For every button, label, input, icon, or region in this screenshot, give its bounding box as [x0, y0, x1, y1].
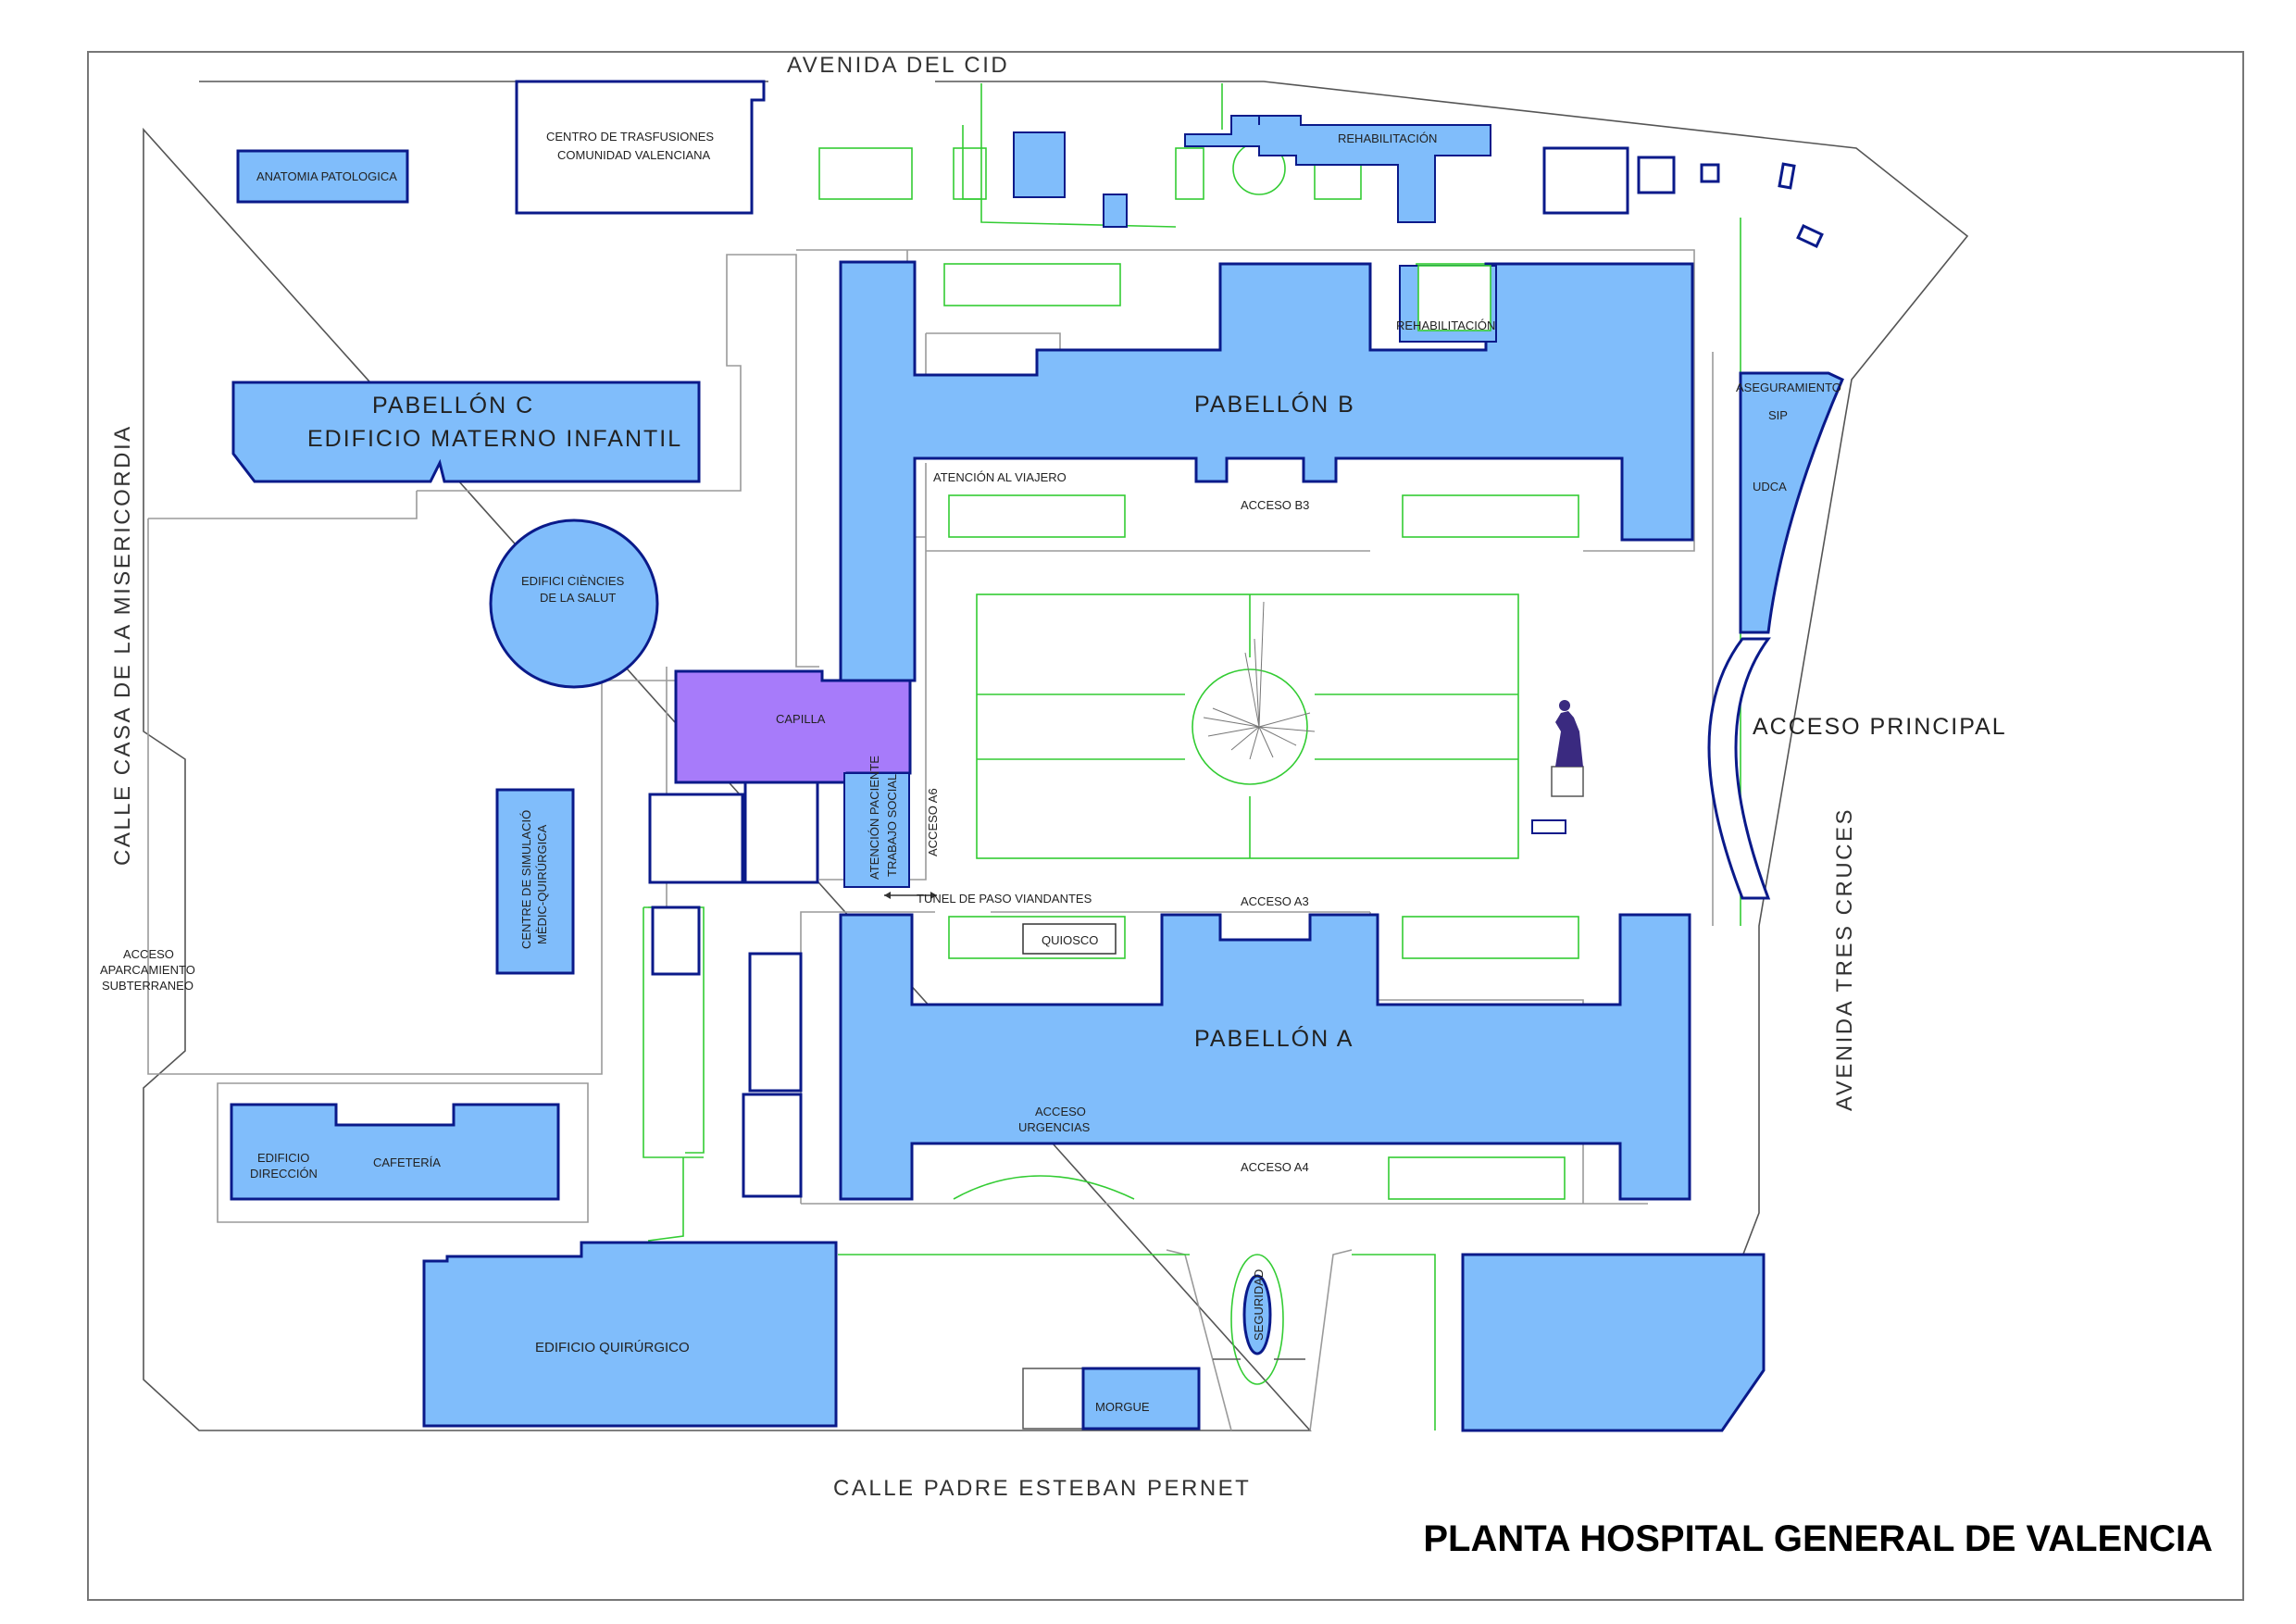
label-atencion-viajero: ATENCIÓN AL VIAJERO [933, 470, 1067, 484]
label-acceso-a4: ACCESO A4 [1241, 1160, 1309, 1174]
simulacio-building[interactable] [495, 788, 575, 975]
northeast-block-3 [1700, 163, 1720, 183]
annex-west-4 [748, 952, 803, 1093]
trasfusiones-building[interactable] [515, 80, 766, 215]
map-frame [87, 51, 2244, 1601]
label-direccion-2: DIRECCIÓN [250, 1167, 318, 1181]
label-simulacio-1: CENTRE DE SIMULACIÓ [519, 810, 533, 949]
label-anatomia: ANATOMIA PATOLOGICA [256, 169, 397, 183]
statue-icon [1531, 700, 1584, 834]
rehab-annex-square [1013, 131, 1066, 198]
direccion-cafeteria-building[interactable] [230, 1103, 560, 1201]
rehabilitacion-north-building[interactable] [1184, 115, 1491, 223]
label-tunel: TUNEL DE PASO VIANDANTES [917, 892, 1092, 906]
label-quiosco: QUIOSCO [1042, 933, 1098, 947]
label-trasfusiones-1: CENTRO DE TRASFUSIONES [546, 130, 714, 144]
label-pabellon-a: PABELLÓN A [1194, 1025, 1354, 1052]
tunnel-arrow-head-right [930, 892, 937, 899]
acceso-principal-arc [1707, 637, 1771, 900]
label-atencion-paciente-1: ATENCIÓN PACIENTE [867, 756, 881, 880]
label-seguridad: SEGURIDAD [1252, 1269, 1266, 1341]
atencion-paciente-building[interactable] [843, 772, 910, 888]
label-acceso-a3: ACCESO A3 [1241, 894, 1309, 908]
label-ciencies-1: EDIFICI CIÈNCIES [521, 574, 625, 588]
label-quirurgico: EDIFICIO QUIRÚRGICO [535, 1340, 690, 1355]
label-pabellon-c-2: EDIFICIO MATERNO INFANTIL [307, 426, 682, 452]
anatomia-building[interactable] [236, 149, 409, 204]
pabellon-c-building[interactable] [231, 381, 701, 483]
annex-west-1 [648, 793, 744, 884]
northeast-block-1 [1542, 146, 1629, 215]
label-simulacio-2: MÈDIC-QUIRÚRGICA [535, 824, 549, 944]
street-east: AVENIDA TRES CRUCES [1832, 807, 1857, 1111]
label-rehab-b: REHABILITACIÓN [1396, 319, 1495, 332]
street-west: CALLE CASA DE LA MISERICORDIA [110, 424, 135, 866]
northeast-block-5 [1796, 224, 1824, 248]
label-trasfusiones-2: COMUNIDAD VALENCIANA [557, 148, 711, 162]
northeast-block-2 [1637, 156, 1676, 194]
seguridad-booth[interactable] [1242, 1274, 1272, 1355]
quirurgico-building[interactable] [422, 1241, 838, 1428]
inner-walls [147, 249, 1714, 1431]
label-pabellon-b: PABELLÓN B [1194, 391, 1355, 418]
label-ciencies-2: DE LA SALUT [540, 591, 616, 605]
street-south: CALLE PADRE ESTEBAN PERNET [833, 1476, 1251, 1501]
tunnel-arrow-head-left [884, 892, 891, 899]
label-cafeteria: CAFETERÍA [373, 1156, 441, 1169]
ciencies-salut-building[interactable] [489, 518, 659, 689]
morgue-annex [1022, 1368, 1089, 1430]
label-acceso-urgencias-1: ACCESO [1035, 1105, 1086, 1118]
label-parking-2: APARCAMIENTO [100, 963, 195, 977]
label-parking-3: SUBTERRANEO [102, 979, 193, 993]
label-udca: UDCA [1753, 480, 1787, 493]
annex-west-3 [651, 906, 701, 976]
annex-west-5 [742, 1093, 803, 1198]
gardens [643, 83, 1741, 1430]
southeast-building[interactable] [1461, 1253, 1766, 1432]
label-sip: SIP [1768, 408, 1788, 422]
map-title: PLANTA HOSPITAL GENERAL DE VALENCIA [1423, 1518, 2213, 1559]
label-aseguramiento: ASEGURAMIENTO [1736, 381, 1841, 394]
aseguramiento-building[interactable] [1739, 371, 1844, 634]
fountain-sculpture-icon [1203, 601, 1316, 760]
label-atencion-paciente-2: TRABAJO SOCIAL [885, 774, 899, 877]
label-direccion-1: EDIFICIO [257, 1151, 309, 1165]
label-acceso-b3: ACCESO B3 [1241, 498, 1309, 512]
label-rehab-north: REHABILITACIÓN [1338, 131, 1437, 145]
annex-west-2 [743, 781, 819, 884]
pabellon-a-building[interactable] [839, 913, 1691, 1201]
rehab-annex-small [1103, 194, 1128, 228]
street-north: AVENIDA DEL CID [787, 53, 1009, 78]
quiosco-building[interactable] [1022, 923, 1117, 955]
label-pabellon-c-1: PABELLÓN C [372, 392, 534, 418]
pabellon-b-building[interactable] [839, 260, 1694, 682]
label-acceso-urgencias-2: URGENCIAS [1018, 1120, 1091, 1134]
label-acceso-principal: ACCESO PRINCIPAL [1753, 714, 2007, 740]
label-acceso-a6: ACCESO A6 [926, 788, 940, 856]
label-morgue: MORGUE [1095, 1400, 1150, 1414]
label-parking-1: ACCESO [123, 947, 174, 961]
morgue-building[interactable] [1081, 1367, 1201, 1430]
label-capilla: CAPILLA [776, 712, 826, 726]
northeast-block-4 [1778, 162, 1796, 190]
